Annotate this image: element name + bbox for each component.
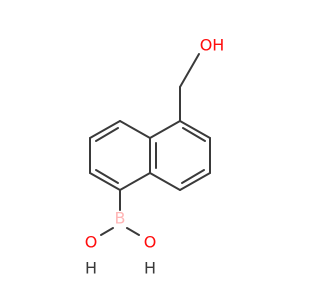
bond-c4-c3 <box>89 120 121 139</box>
oxygen-right-label: O <box>144 233 157 252</box>
molecule-structure-diagram: OH B O H O H <box>85 36 225 278</box>
bond-c8-c8a <box>149 172 181 191</box>
bond-c4-c3-double <box>95 127 119 142</box>
bond-c2-c1-double <box>95 169 119 184</box>
bond-c5-c6-double <box>182 127 206 142</box>
hydrogen-right-label: H <box>144 259 156 278</box>
oh-top-label: OH <box>200 36 225 55</box>
bond-c4a-c4 <box>119 120 151 139</box>
bond-c2-c1 <box>89 172 121 191</box>
bond-c1-c8a <box>119 172 151 191</box>
bond-ch2-oh <box>179 53 200 88</box>
bond-c7-c8-double <box>181 169 205 184</box>
hydrogen-left-label: H <box>85 259 97 278</box>
boron-label: B <box>115 209 126 228</box>
oxygen-left-label: O <box>85 233 98 252</box>
bond-c5-c6 <box>179 120 211 139</box>
bond-b-o-right <box>126 227 140 236</box>
bond-b-o-left <box>100 227 114 236</box>
bond-c4a-c5 <box>149 120 181 139</box>
bond-c7-c8 <box>179 172 211 191</box>
